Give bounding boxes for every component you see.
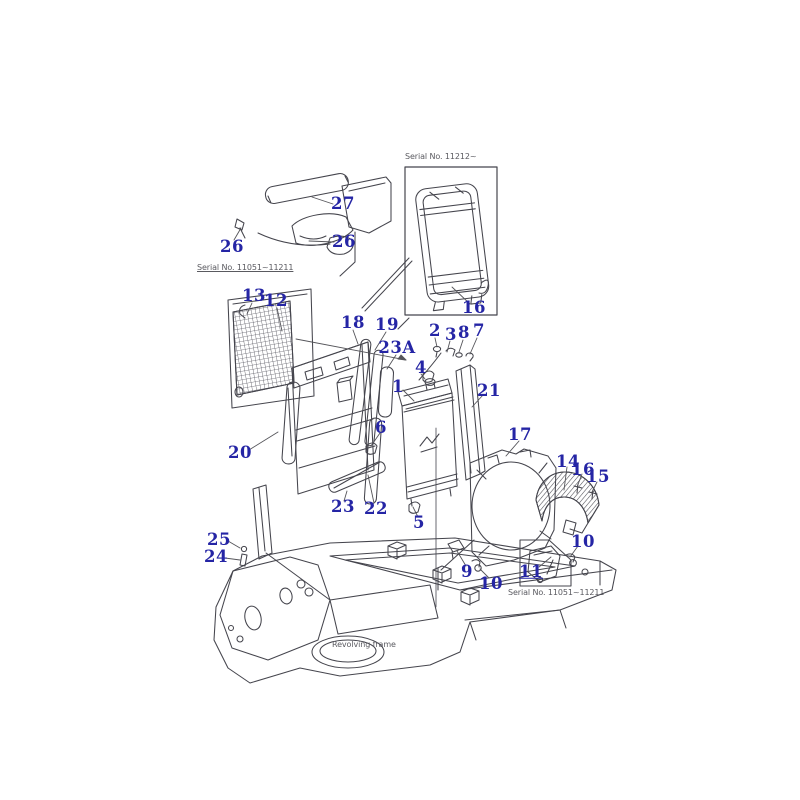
shroud-panel-drawing	[281, 338, 395, 505]
mesh-grille-drawing	[227, 288, 354, 409]
inset-box-radiator-guard-drawing	[397, 166, 498, 330]
radiator-drawing	[365, 345, 486, 608]
rod-drawing	[361, 257, 413, 312]
revolving-frame-drawing	[213, 484, 617, 684]
fan-shroud-drawing	[440, 448, 600, 572]
leader-lines	[224, 196, 598, 579]
reserve-tank-assembly-drawing	[234, 173, 392, 277]
